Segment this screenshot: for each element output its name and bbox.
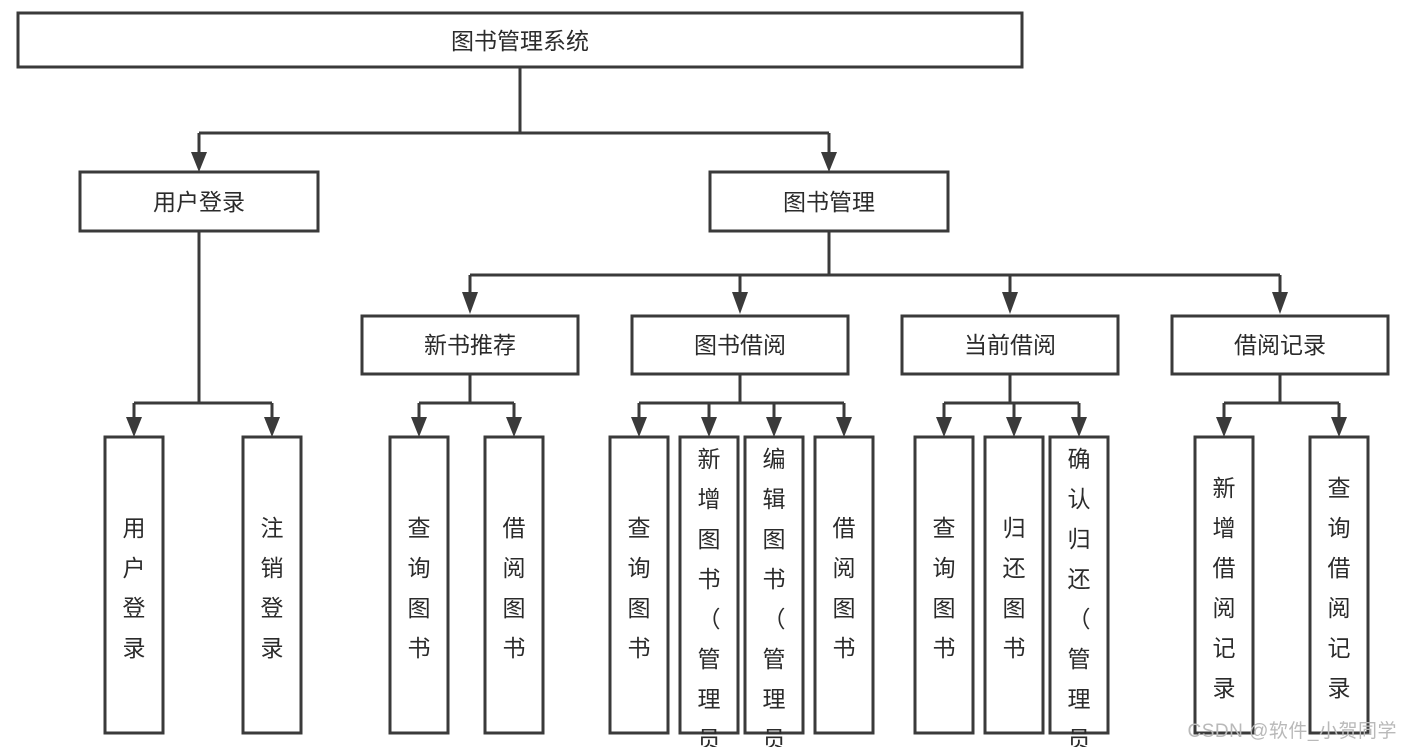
arrow-icon-leaf-borrow-book-1 xyxy=(506,417,522,437)
arrow-icon-book-borrow xyxy=(732,292,748,314)
arrow-icon-leaf-logout-login xyxy=(264,417,280,437)
leaf-query-book-1-box[interactable] xyxy=(388,435,450,735)
leaf-borrow-book-2-label: 借阅图书 xyxy=(833,515,856,661)
leaf-return-book-label: 归还图书 xyxy=(1003,515,1026,661)
csdn-watermark: CSDN @软件_小贺同学 xyxy=(1187,721,1397,742)
node-current-borrow-box[interactable] xyxy=(900,314,1120,376)
arrow-icon-new-book-rec xyxy=(462,292,478,314)
leaf-borrow-book-2-box[interactable] xyxy=(813,435,875,735)
arrow-icon-leaf-query-book-1 xyxy=(411,417,427,437)
leaf-node-user-login[interactable]: 用户登录 xyxy=(103,435,165,735)
node-borrow-record-label: 借阅记录 xyxy=(1234,332,1326,358)
leaf-node-borrow-book-1[interactable]: 借阅图书 xyxy=(483,435,545,735)
leaf-node-confirm-return[interactable]: 确认归还（管理员） xyxy=(1048,435,1110,747)
node-current-borrow[interactable]: 当前借阅 xyxy=(900,314,1120,376)
leaf-query-book-2-label: 查询图书 xyxy=(628,515,651,661)
leaf-logout-login-box[interactable] xyxy=(241,435,303,735)
arrow-icon-leaf-edit-book xyxy=(766,417,782,437)
arrow-icon-leaf-query-record xyxy=(1331,417,1347,437)
leaf-node-edit-book[interactable]: 编辑图书（管理员） xyxy=(743,435,805,747)
leaf-query-record-box[interactable] xyxy=(1308,435,1370,735)
arrow-icon-current-borrow xyxy=(1002,292,1018,314)
leaf-logout-login-label: 注销登录 xyxy=(261,515,284,661)
node-new-book-rec[interactable]: 新书推荐 xyxy=(360,314,580,376)
node-root-label: 图书管理系统 xyxy=(451,28,589,54)
leaf-user-login-box[interactable] xyxy=(103,435,165,735)
leaf-node-add-book[interactable]: 新增图书（管理员） xyxy=(678,435,740,747)
node-borrow-record[interactable]: 借阅记录 xyxy=(1170,314,1390,376)
node-book-borrow-label: 图书借阅 xyxy=(694,332,786,358)
leaf-node-query-book-3[interactable]: 查询图书 xyxy=(913,435,975,735)
leaf-borrow-book-1-label: 借阅图书 xyxy=(503,515,526,661)
node-book-manage[interactable]: 图书管理 xyxy=(708,170,950,233)
leaf-edit-book-box[interactable] xyxy=(743,435,805,735)
leaf-node-borrow-book-2[interactable]: 借阅图书 xyxy=(813,435,875,735)
arrow-icon-leaf-return-book xyxy=(1006,417,1022,437)
leaf-node-query-book-2[interactable]: 查询图书 xyxy=(608,435,670,735)
leaf-query-record-label: 查询借阅记录 xyxy=(1328,475,1351,701)
leaf-node-return-book[interactable]: 归还图书 xyxy=(983,435,1045,735)
arrow-icon-book-manage xyxy=(821,152,837,172)
arrow-icon-leaf-query-book-3 xyxy=(936,417,952,437)
node-book-borrow-box[interactable] xyxy=(630,314,850,376)
leaf-node-query-book-1[interactable]: 查询图书 xyxy=(388,435,450,735)
arrow-icon-leaf-user-login xyxy=(126,417,142,437)
leaf-confirm-return-box[interactable] xyxy=(1048,435,1110,735)
leaf-query-book-1-label: 查询图书 xyxy=(408,515,431,661)
leaf-node-add-record[interactable]: 新增借阅记录 xyxy=(1193,435,1255,735)
leaf-user-login-label: 用户登录 xyxy=(123,515,146,661)
node-current-borrow-label: 当前借阅 xyxy=(964,332,1056,358)
node-user-login[interactable]: 用户登录 xyxy=(78,170,320,233)
node-book-borrow[interactable]: 图书借阅 xyxy=(630,314,850,376)
leaf-add-book-label: 新增图书（管理员） xyxy=(698,446,721,747)
arrow-icon-leaf-query-book-2 xyxy=(631,417,647,437)
leaf-query-book-3-label: 查询图书 xyxy=(933,515,956,661)
node-root-box[interactable] xyxy=(16,11,1024,69)
leaf-edit-book-label: 编辑图书（管理员） xyxy=(763,446,786,747)
node-borrow-record-box[interactable] xyxy=(1170,314,1390,376)
arrow-icon-borrow-record xyxy=(1272,292,1288,314)
leaf-add-record-box[interactable] xyxy=(1193,435,1255,735)
leaf-return-book-box[interactable] xyxy=(983,435,1045,735)
node-book-manage-label: 图书管理 xyxy=(783,189,875,215)
arrow-icon-leaf-add-book xyxy=(701,417,717,437)
leaf-borrow-book-1-box[interactable] xyxy=(483,435,545,735)
arrow-icon-user-login xyxy=(191,152,207,172)
leaf-query-book-3-box[interactable] xyxy=(913,435,975,735)
arrow-icon-leaf-borrow-book-2 xyxy=(836,417,852,437)
leaf-add-record-label: 新增借阅记录 xyxy=(1213,475,1236,701)
node-user-login-label: 用户登录 xyxy=(153,189,245,215)
leaf-node-query-record[interactable]: 查询借阅记录 xyxy=(1308,435,1370,735)
leaf-query-book-2-box[interactable] xyxy=(608,435,670,735)
leaf-confirm-return-label: 确认归还（管理员） xyxy=(1068,446,1091,747)
leaf-node-logout-login[interactable]: 注销登录 xyxy=(241,435,303,735)
node-root[interactable]: 图书管理系统 xyxy=(16,11,1024,69)
connector-group xyxy=(126,67,1347,437)
node-new-book-rec-box[interactable] xyxy=(360,314,580,376)
arrow-icon-leaf-add-record xyxy=(1216,417,1232,437)
leaf-add-book-box[interactable] xyxy=(678,435,740,735)
node-book-manage-box[interactable] xyxy=(708,170,950,233)
arrow-icon-leaf-confirm-return xyxy=(1071,417,1087,437)
node-user-login-box[interactable] xyxy=(78,170,320,233)
node-new-book-rec-label: 新书推荐 xyxy=(424,332,516,358)
